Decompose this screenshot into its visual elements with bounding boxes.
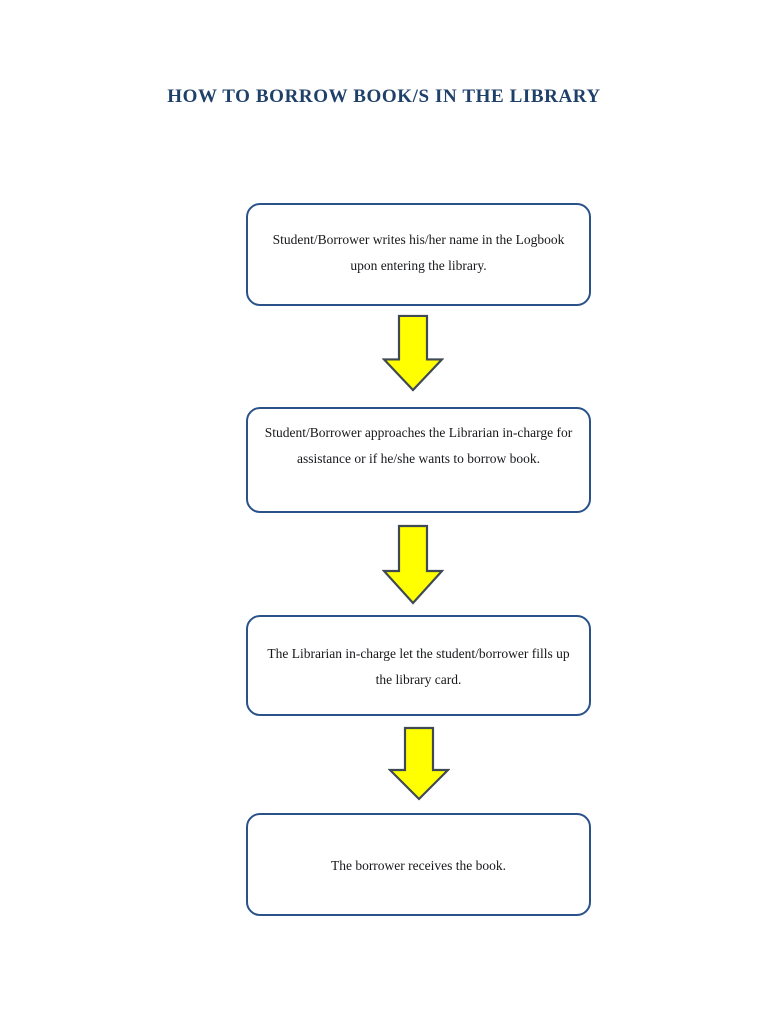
- page-title: HOW TO BORROW BOOK/S IN THE LIBRARY: [167, 86, 601, 107]
- flowchart-step-3-text: The Librarian in-charge let the student/…: [267, 645, 570, 687]
- down-arrow-icon: [388, 726, 450, 802]
- flowchart-step-4: The borrower receives the book.: [246, 813, 591, 916]
- flowchart-step-3: The Librarian in-charge let the student/…: [246, 615, 591, 716]
- flowchart-step-1: Student/Borrower writes his/her name in …: [246, 203, 591, 306]
- flowchart-step-2: Student/Borrower approaches the Libraria…: [246, 407, 591, 513]
- down-arrow-icon: [382, 314, 444, 393]
- flowchart-step-4-text: The borrower receives the book.: [330, 857, 507, 873]
- down-arrow-icon: [382, 524, 444, 606]
- flowchart-step-1-text: Student/Borrower writes his/her name in …: [272, 231, 565, 273]
- flowchart-step-2-text: Student/Borrower approaches the Libraria…: [264, 425, 573, 466]
